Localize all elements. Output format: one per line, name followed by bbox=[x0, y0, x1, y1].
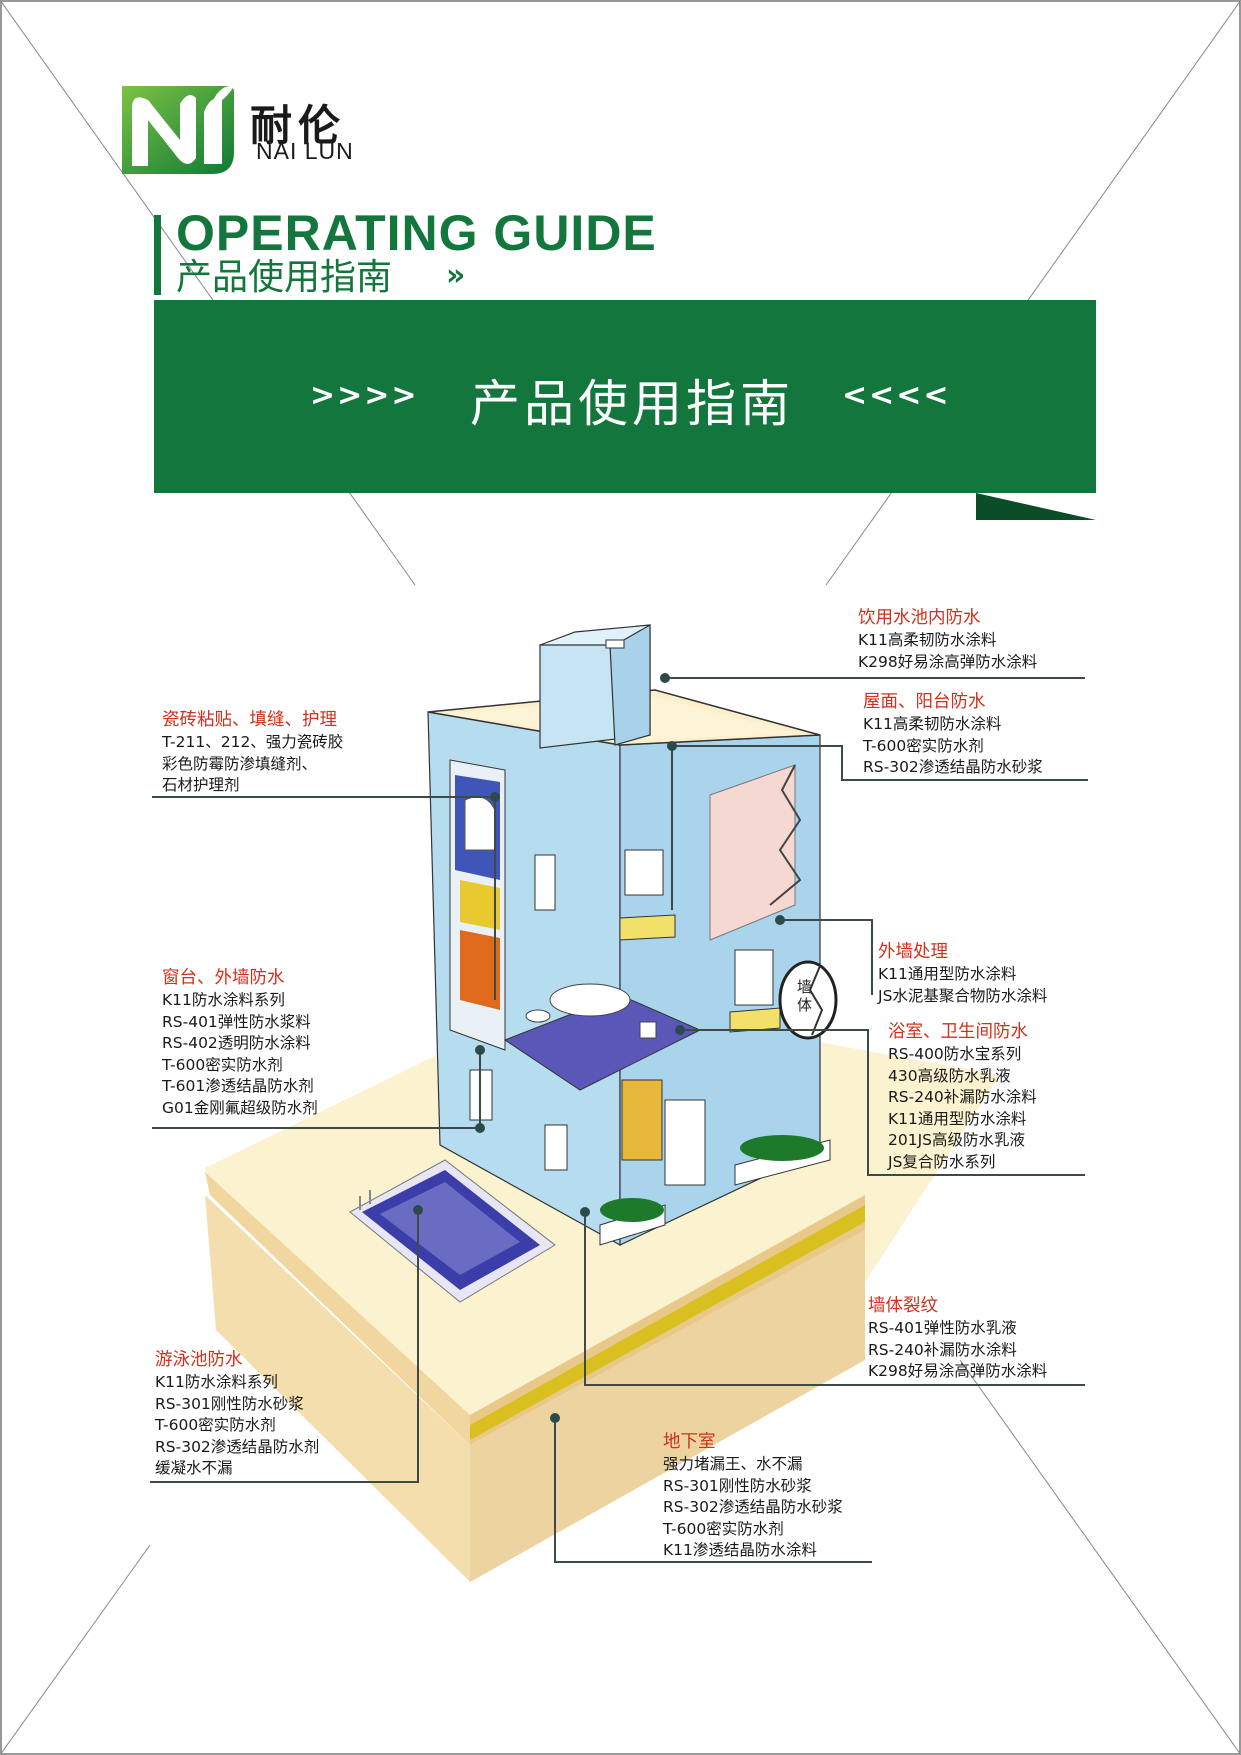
callout-title: 屋面、阳台防水 bbox=[863, 692, 986, 712]
callout-title: 墙体裂纹 bbox=[868, 1296, 938, 1316]
callout-item: T-600密实防水剂 bbox=[663, 1519, 784, 1538]
logo-icon bbox=[122, 85, 234, 174]
callout-item: RS-240补漏防水涂料 bbox=[868, 1340, 1017, 1359]
callout-item: K11高柔韧防水涂料 bbox=[858, 631, 997, 649]
callout-item: T-600密实防水剂 bbox=[155, 1416, 276, 1434]
callout-item: T-600密实防水剂 bbox=[863, 736, 984, 755]
callout-item: RS-302渗透结晶防水砂浆 bbox=[863, 758, 1043, 776]
callout-item: RS-400防水宝系列 bbox=[888, 1045, 1022, 1063]
callout-item: 201JS高级防水乳液 bbox=[888, 1131, 1025, 1149]
callout-basement: 地下室 强力堵漏王、水不漏 RS-301刚性防水砂浆 RS-302渗透结晶防水砂… bbox=[663, 1430, 843, 1562]
banner-fold bbox=[976, 493, 1096, 520]
leader-dots bbox=[413, 673, 785, 1423]
callout-item: RS-240补漏防水涂料 bbox=[888, 1088, 1037, 1106]
callout-item: 彩色防霉防渗填缝剂、 bbox=[162, 754, 318, 773]
callout-title: 外墙处理 bbox=[878, 942, 948, 962]
callout-item: 石材护理剂 bbox=[162, 776, 240, 794]
callout-title: 饮用水池内防水 bbox=[858, 608, 981, 628]
callout-item: 强力堵漏王、水不漏 bbox=[663, 1455, 803, 1473]
callout-item: K11防水涂料系列 bbox=[162, 991, 285, 1009]
callout-item: RS-401弹性防水浆料 bbox=[162, 1012, 311, 1031]
callout-item: 430高级防水乳液 bbox=[888, 1066, 1011, 1085]
callout-item: RS-302渗透结晶防水剂 bbox=[155, 1437, 320, 1456]
callout-item: RS-301刚性防水砂浆 bbox=[155, 1394, 304, 1413]
callout-item: RS-302渗透结晶防水砂浆 bbox=[663, 1498, 843, 1516]
callout-item: K298好易涂高弹防水涂料 bbox=[858, 652, 1038, 671]
callout-item: JS水泥基聚合物防水涂料 bbox=[878, 986, 1048, 1005]
callout-item: K11通用型防水涂料 bbox=[878, 965, 1017, 983]
callout-title: 游泳池防水 bbox=[155, 1350, 243, 1370]
callout-title: 窗台、外墙防水 bbox=[162, 968, 285, 988]
callout-roof: 屋面、阳台防水 K11高柔韧防水涂料 T-600密实防水剂 RS-302渗透结晶… bbox=[863, 690, 1043, 779]
callout-title: 瓷砖粘贴、填缝、护理 bbox=[162, 710, 337, 730]
callout-pool: 游泳池防水 K11防水涂料系列 RS-301刚性防水砂浆 T-600密实防水剂 … bbox=[155, 1348, 319, 1480]
callout-item: T-211、212、强力瓷砖胶 bbox=[162, 733, 344, 751]
brand-name-cn: 耐伦 bbox=[250, 101, 347, 150]
heading-accent-bar bbox=[154, 215, 161, 295]
callout-item: G01金刚氟超级防水剂 bbox=[162, 1098, 318, 1117]
callout-crack: 墙体裂纹 RS-401弹性防水乳液 RS-240补漏防水涂料 K298好易涂高弹… bbox=[868, 1294, 1047, 1383]
callout-title: 地下室 bbox=[663, 1432, 716, 1452]
swimming-pool bbox=[349, 1159, 556, 1303]
callout-tile: 瓷砖粘贴、填缝、护理 T-211、212、强力瓷砖胶 彩色防霉防渗填缝剂、 石材… bbox=[162, 708, 343, 797]
callout-item: K11渗透结晶防水涂料 bbox=[663, 1541, 817, 1559]
callout-item: 缓凝水不漏 bbox=[155, 1459, 233, 1477]
page-title-en: OPERATING GUIDE bbox=[176, 205, 657, 261]
callout-item: T-601渗透结晶防水剂 bbox=[162, 1077, 314, 1095]
callout-item: RS-401弹性防水乳液 bbox=[868, 1319, 1017, 1337]
callout-item: K11通用型防水涂料 bbox=[888, 1109, 1027, 1128]
callout-exterior: 外墙处理 K11通用型防水涂料 JS水泥基聚合物防水涂料 bbox=[878, 940, 1047, 1007]
callout-item: K11高柔韧防水涂料 bbox=[863, 715, 1002, 733]
callout-window: 窗台、外墙防水 K11防水涂料系列 RS-401弹性防水浆料 RS-402透明防… bbox=[162, 966, 318, 1119]
title-banner bbox=[154, 300, 1096, 493]
house bbox=[427, 624, 838, 1247]
page-title-cn: 产品使用指南 bbox=[176, 257, 393, 298]
wall-label: 墙体 bbox=[797, 978, 813, 1014]
callout-bathroom: 浴室、卫生间防水 RS-400防水宝系列 430高级防水乳液 RS-240补漏防… bbox=[888, 1020, 1037, 1173]
banner-title: 产品使用指南 bbox=[470, 375, 794, 433]
double-chevron-icon: » bbox=[446, 258, 466, 293]
callout-title: 浴室、卫生间防水 bbox=[888, 1022, 1028, 1042]
callout-item: JS复合防水系列 bbox=[888, 1152, 996, 1171]
callout-item: RS-301刚性防水砂浆 bbox=[663, 1476, 812, 1495]
callout-item: K298好易涂高弹防水涂料 bbox=[868, 1362, 1048, 1380]
banner-right-arrows: <<<< bbox=[842, 378, 951, 413]
banner-left-arrows: >>>> bbox=[310, 378, 419, 413]
callout-item: K11防水涂料系列 bbox=[155, 1373, 278, 1391]
brand-name-en: NAI LUN bbox=[256, 138, 354, 164]
callout-item: T-600密实防水剂 bbox=[162, 1055, 283, 1074]
callout-item: RS-402透明防水涂料 bbox=[162, 1034, 311, 1052]
callout-drinking-tank: 饮用水池内防水 K11高柔韧防水涂料 K298好易涂高弹防水涂料 bbox=[858, 606, 1037, 673]
